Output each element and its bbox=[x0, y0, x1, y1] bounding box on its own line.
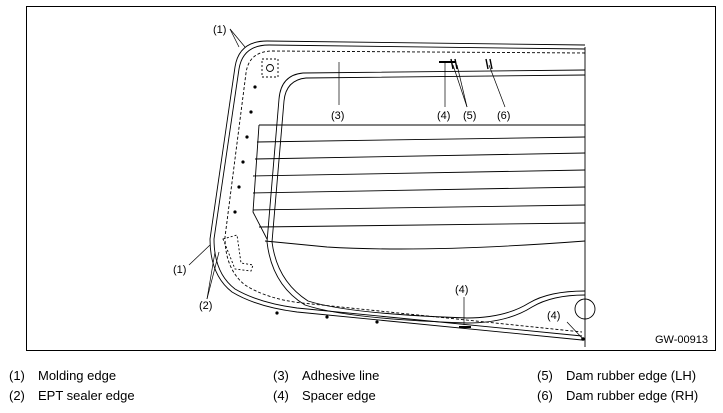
callout-1-left: (1) bbox=[173, 264, 186, 276]
figure-code: GW-00913 bbox=[655, 334, 708, 346]
legend-item-4: (4)Spacer edge bbox=[273, 388, 376, 403]
callout-4-bottom: (4) bbox=[455, 284, 468, 296]
callout-4-right: (4) bbox=[547, 310, 560, 322]
legend-item-6: (6)Dam rubber edge (RH) bbox=[537, 388, 699, 403]
rear-glass-diagram: (1) (3) (4) (5) (6) (1) (2) (4) (4) bbox=[173, 24, 596, 347]
diagram-frame: (1) (3) (4) (5) (6) (1) (2) (4) (4) GW-0… bbox=[26, 6, 716, 351]
legend-item-1: (1)Molding edge bbox=[9, 368, 117, 383]
molding-edge-outer bbox=[209, 40, 586, 341]
lower-bracket bbox=[222, 234, 254, 272]
ept-sealer-line bbox=[224, 50, 586, 333]
stud-bracket bbox=[261, 58, 279, 78]
legend-item-5: (5)Dam rubber edge (LH) bbox=[537, 368, 697, 383]
adhesive-line-inner bbox=[271, 74, 586, 319]
callout-6: (6) bbox=[497, 110, 510, 122]
molding-edge-inner bbox=[213, 44, 586, 337]
callout-4-top: (4) bbox=[437, 110, 450, 122]
legend-item-3: (3)Adhesive line bbox=[273, 368, 380, 383]
callout-3: (3) bbox=[331, 110, 344, 122]
adhesive-line-outer bbox=[266, 69, 586, 324]
callout-5: (5) bbox=[463, 110, 476, 122]
defogger-lines bbox=[252, 124, 586, 250]
sealer-dots bbox=[233, 85, 585, 341]
callout-2: (2) bbox=[199, 300, 212, 312]
callout-1-top: (1) bbox=[213, 24, 226, 36]
wiper-hole bbox=[574, 298, 596, 320]
legend-item-2: (2)EPT sealer edge bbox=[9, 388, 135, 403]
